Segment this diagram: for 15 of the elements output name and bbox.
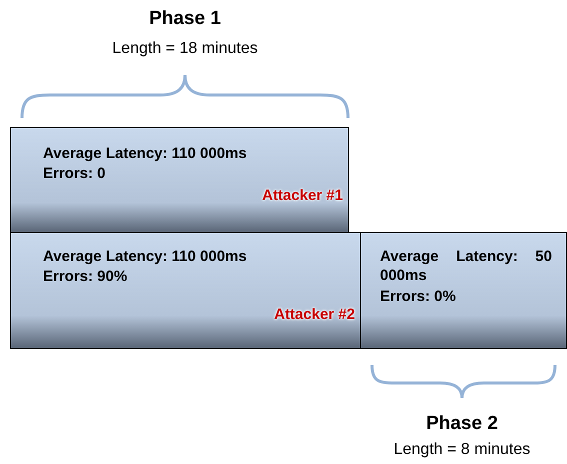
attacker-label: Attacker #1	[262, 186, 343, 205]
duration-text: Length = 18 minutes	[112, 40, 258, 58]
metric-text: Errors: 0	[43, 164, 106, 183]
duration-text: Length = 8 minutes	[394, 441, 530, 459]
phase-block	[10, 127, 349, 233]
phase-heading: Phase 2	[426, 413, 498, 435]
metric-text: Errors: 0%	[380, 287, 456, 306]
attacker-label: Attacker #2	[274, 305, 355, 324]
metric-text: Average Latency: 110 000ms	[43, 247, 247, 266]
metric-text: Average Latency: 50 000ms	[380, 247, 552, 285]
phase-block	[10, 232, 361, 349]
metric-text: Errors: 90%	[43, 267, 128, 286]
phase-heading: Phase 1	[149, 8, 221, 30]
phase-block	[360, 232, 567, 349]
metric-text: Average Latency: 110 000ms	[43, 144, 247, 163]
